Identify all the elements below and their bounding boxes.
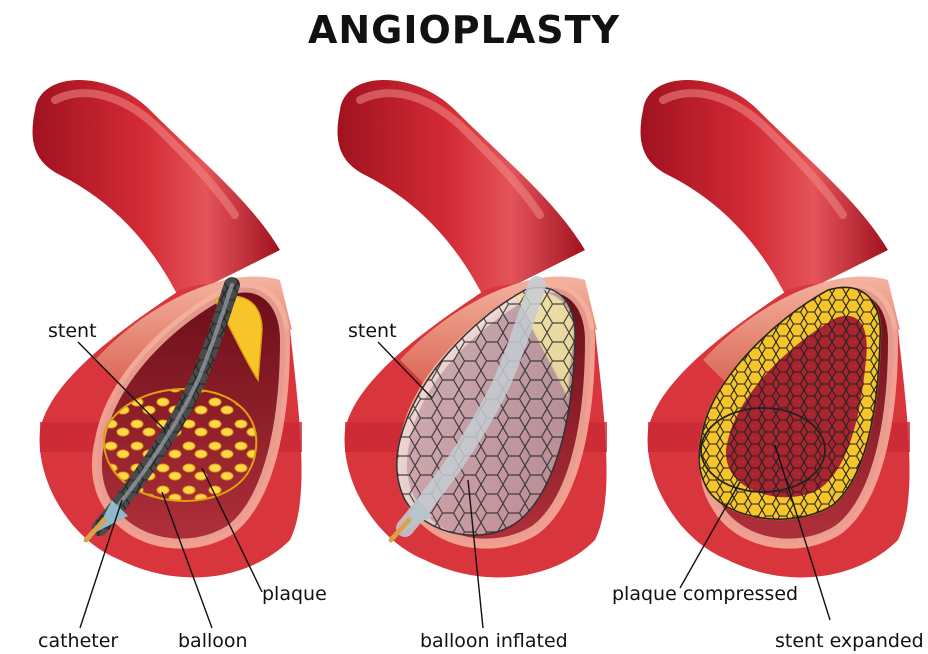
label-plaque-compressed: plaque compressed [612, 583, 798, 605]
label-stent-panel2: stent [348, 320, 397, 342]
label-balloon-inflated: balloon inflated [420, 630, 568, 652]
label-catheter: catheter [38, 630, 118, 652]
panel-3-stent-expanded [641, 80, 910, 577]
label-stent-expanded: stent expanded [775, 630, 924, 652]
label-balloon: balloon [178, 630, 248, 652]
label-plaque: plaque [262, 583, 327, 605]
label-stent-panel1: stent [48, 320, 97, 342]
